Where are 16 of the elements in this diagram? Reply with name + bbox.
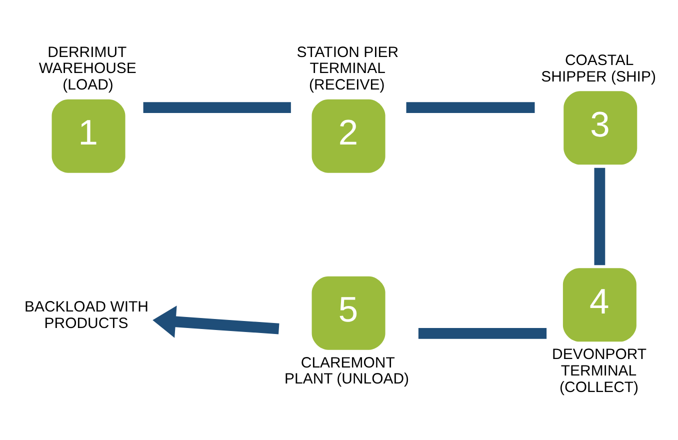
node-label: DERRIMUT WAREHOUSE (LOAD) — [38, 43, 136, 94]
connector — [143, 102, 291, 112]
node-label: DEVONPORT TERMINAL (COLLECT) — [552, 346, 647, 396]
node-label: STATION PIER TERMINAL (RECEIVE) — [296, 43, 399, 94]
node-box: 4 — [562, 268, 636, 342]
node-box: 1 — [52, 98, 126, 172]
node-label: CLAREMONT PLANT (UNLOAD) — [284, 354, 410, 388]
node-box: 2 — [312, 98, 386, 172]
node-box: 5 — [312, 276, 386, 350]
connector — [406, 102, 535, 112]
connector — [418, 328, 547, 338]
node-box: 3 — [564, 90, 638, 164]
node-label: COASTAL SHIPPER (SHIP) — [541, 52, 656, 85]
connector — [594, 167, 606, 265]
node-text: BACKLOAD WITH PRODUCTS — [24, 298, 148, 332]
arrow — [152, 305, 280, 338]
